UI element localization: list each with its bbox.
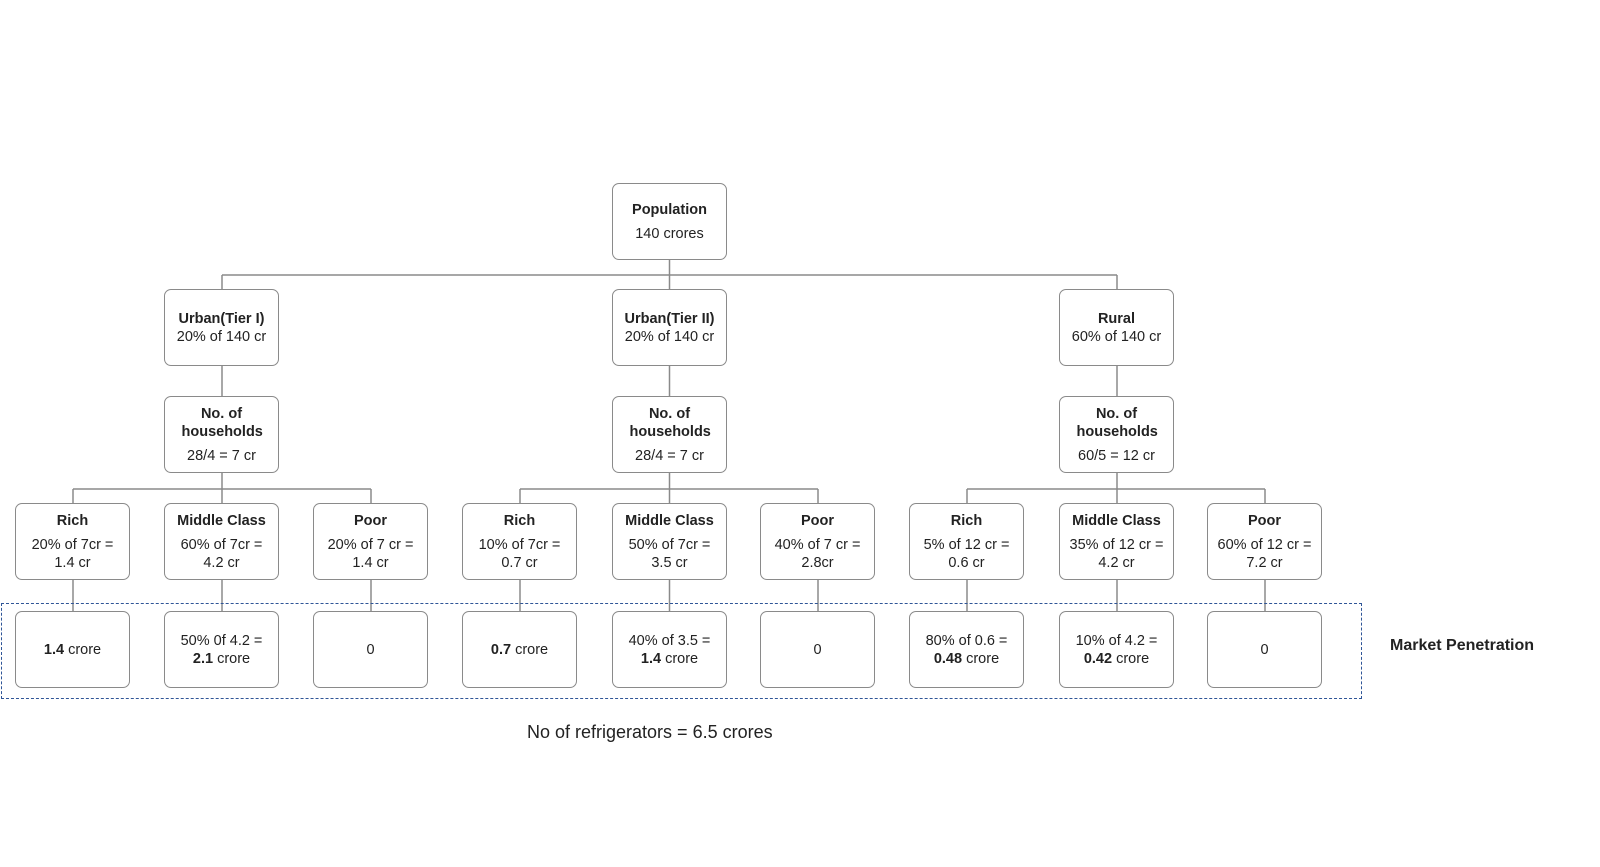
penetration-result: 0.48 crore bbox=[934, 650, 999, 668]
penetration-result: 0 bbox=[366, 641, 375, 658]
class-title: Middle Class bbox=[625, 512, 714, 529]
class-result: 0.6 cr bbox=[948, 554, 985, 571]
class-title: Middle Class bbox=[177, 512, 266, 529]
penetration-unit: crore bbox=[213, 650, 251, 667]
segment-title: Urban(Tier I) bbox=[178, 310, 265, 327]
class-result: 4.2 cr bbox=[1098, 554, 1135, 571]
segment-share: 60% of 140 cr bbox=[1071, 328, 1162, 345]
households-value: 60/5 = 12 cr bbox=[1078, 447, 1155, 464]
class-title: Rich bbox=[503, 512, 536, 529]
penetration-node-tier2-middle: 40% of 3.5 = 1.4 crore bbox=[612, 611, 727, 688]
class-node-rural-poor: Poor 60% of 12 cr = 7.2 cr bbox=[1207, 503, 1322, 580]
segment-title: Rural bbox=[1097, 310, 1136, 327]
penetration-result: 0.7 crore bbox=[491, 641, 548, 659]
penetration-node-tier2-rich: 0.7 crore bbox=[462, 611, 577, 688]
households-node-urban-tier2: No. of households 28/4 = 7 cr bbox=[612, 396, 727, 473]
class-calc: 40% of 7 cr = bbox=[774, 536, 861, 553]
population-value: 140 crores bbox=[635, 225, 704, 242]
class-result: 2.8cr bbox=[801, 554, 834, 571]
class-node-tier2-middle: Middle Class 50% of 7cr = 3.5 cr bbox=[612, 503, 727, 580]
penetration-unit: crore bbox=[962, 650, 1000, 667]
penetration-node-rural-poor: 0 bbox=[1207, 611, 1322, 688]
penetration-result: 0 bbox=[813, 641, 822, 658]
penetration-calc: 40% of 3.5 = bbox=[628, 632, 711, 649]
class-title: Rich bbox=[56, 512, 89, 529]
penetration-unit: crore bbox=[1112, 650, 1150, 667]
class-calc: 10% of 7cr = bbox=[478, 536, 561, 553]
penetration-calc: 80% of 0.6 = bbox=[925, 632, 1008, 649]
class-node-tier1-poor: Poor 20% of 7 cr = 1.4 cr bbox=[313, 503, 428, 580]
households-title: No. of households bbox=[629, 405, 711, 440]
penetration-result: 1.4 crore bbox=[641, 650, 698, 668]
households-node-rural: No. of households 60/5 = 12 cr bbox=[1059, 396, 1174, 473]
class-calc: 60% of 12 cr = bbox=[1217, 536, 1312, 553]
class-calc: 20% of 7 cr = bbox=[327, 536, 414, 553]
market-penetration-region bbox=[1, 603, 1362, 699]
class-node-tier1-middle: Middle Class 60% of 7cr = 4.2 cr bbox=[164, 503, 279, 580]
segment-share: 20% of 140 cr bbox=[624, 328, 715, 345]
penetration-node-rural-middle: 10% of 4.2 = 0.42 crore bbox=[1059, 611, 1174, 688]
penetration-unit: crore bbox=[511, 641, 549, 658]
class-result: 3.5 cr bbox=[651, 554, 688, 571]
households-node-urban-tier1: No. of households 28/4 = 7 cr bbox=[164, 396, 279, 473]
class-result: 4.2 cr bbox=[203, 554, 240, 571]
penetration-calc: 10% of 4.2 = bbox=[1075, 632, 1158, 649]
households-value: 28/4 = 7 cr bbox=[187, 447, 256, 464]
class-title: Poor bbox=[1247, 512, 1282, 529]
total-refrigerators-text: No of refrigerators = 6.5 crores bbox=[527, 722, 773, 742]
class-node-tier2-rich: Rich 10% of 7cr = 0.7 cr bbox=[462, 503, 577, 580]
class-title: Middle Class bbox=[1072, 512, 1161, 529]
segment-title: Urban(Tier II) bbox=[624, 310, 715, 327]
penetration-value: 2.1 bbox=[192, 650, 214, 667]
households-value: 28/4 = 7 cr bbox=[635, 447, 704, 464]
class-node-tier1-rich: Rich 20% of 7cr = 1.4 cr bbox=[15, 503, 130, 580]
penetration-node-tier1-middle: 50% 0f 4.2 = 2.1 crore bbox=[164, 611, 279, 688]
class-calc: 60% of 7cr = bbox=[180, 536, 263, 553]
segment-rural-node: Rural 60% of 140 cr bbox=[1059, 289, 1174, 366]
class-result: 7.2 cr bbox=[1246, 554, 1283, 571]
class-title: Rich bbox=[950, 512, 983, 529]
class-result: 1.4 cr bbox=[352, 554, 389, 571]
segment-share: 20% of 140 cr bbox=[176, 328, 267, 345]
penetration-calc: 50% 0f 4.2 = bbox=[180, 632, 263, 649]
penetration-value: 0.7 bbox=[490, 641, 512, 658]
penetration-node-tier1-poor: 0 bbox=[313, 611, 428, 688]
class-calc: 50% of 7cr = bbox=[628, 536, 711, 553]
penetration-node-rural-rich: 80% of 0.6 = 0.48 crore bbox=[909, 611, 1024, 688]
penetration-value: 0.42 bbox=[1083, 650, 1113, 667]
penetration-unit: crore bbox=[64, 641, 102, 658]
population-node: Population 140 crores bbox=[612, 183, 727, 260]
penetration-result: 0.42 crore bbox=[1084, 650, 1149, 668]
penetration-result: 0 bbox=[1260, 641, 1269, 658]
penetration-node-tier1-rich: 1.4 crore bbox=[15, 611, 130, 688]
penetration-node-tier2-poor: 0 bbox=[760, 611, 875, 688]
penetration-unit: crore bbox=[661, 650, 699, 667]
market-penetration-label: Market Penetration bbox=[1390, 637, 1535, 654]
population-title: Population bbox=[632, 201, 707, 218]
class-title: Poor bbox=[800, 512, 835, 529]
segment-urban-tier1-node: Urban(Tier I) 20% of 140 cr bbox=[164, 289, 279, 366]
class-result: 0.7 cr bbox=[501, 554, 538, 571]
class-calc: 5% of 12 cr = bbox=[923, 536, 1010, 553]
penetration-result: 1.4 crore bbox=[44, 641, 101, 659]
class-calc: 20% of 7cr = bbox=[31, 536, 114, 553]
class-result: 1.4 cr bbox=[54, 554, 91, 571]
households-title: No. of households bbox=[181, 405, 263, 440]
segment-urban-tier2-node: Urban(Tier II) 20% of 140 cr bbox=[612, 289, 727, 366]
class-node-rural-middle: Middle Class 35% of 12 cr = 4.2 cr bbox=[1059, 503, 1174, 580]
class-node-tier2-poor: Poor 40% of 7 cr = 2.8cr bbox=[760, 503, 875, 580]
penetration-value: 0.48 bbox=[933, 650, 963, 667]
class-title: Poor bbox=[353, 512, 388, 529]
class-calc: 35% of 12 cr = bbox=[1069, 536, 1164, 553]
penetration-value: 1.4 bbox=[43, 641, 65, 658]
class-node-rural-rich: Rich 5% of 12 cr = 0.6 cr bbox=[909, 503, 1024, 580]
households-title: No. of households bbox=[1076, 405, 1158, 440]
penetration-result: 2.1 crore bbox=[193, 650, 250, 668]
penetration-value: 1.4 bbox=[640, 650, 662, 667]
